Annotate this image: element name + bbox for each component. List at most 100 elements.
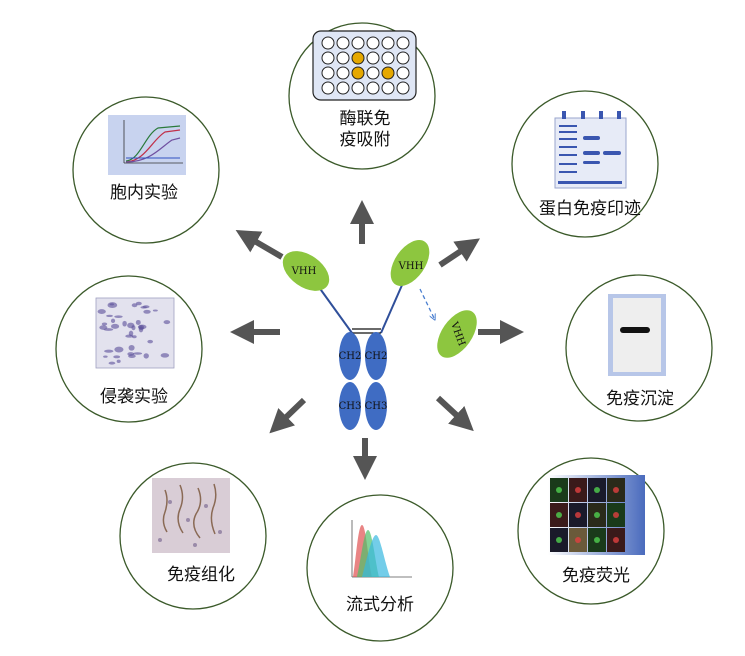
antibody: CH2 CH2 CH3 CH3 VHH VHH VHH <box>282 240 477 430</box>
elisa-well <box>396 51 410 65</box>
elisa-well <box>381 51 395 65</box>
elisa-well <box>396 81 410 95</box>
elisa-well <box>366 66 380 80</box>
fluorescence-signal <box>594 487 600 493</box>
in-vivo-label: 胞内实验 <box>110 183 178 203</box>
stained-cell <box>143 353 149 359</box>
fluorescence-signal <box>575 512 581 518</box>
stained-cell <box>110 318 116 324</box>
ihc-label: 免疫组化 <box>167 565 235 585</box>
stained-cell <box>116 359 121 364</box>
vhh-left-domain <box>282 251 330 291</box>
node-ihc: 免疫组化 <box>119 462 267 610</box>
stained-cell <box>122 320 127 327</box>
node-in-vivo: 胞内实验 <box>72 96 220 244</box>
stained-cell <box>99 325 108 330</box>
release-arrow <box>419 288 434 318</box>
fluorescence-signal <box>613 512 619 518</box>
stained-cell <box>114 346 124 353</box>
vhh-left-label: VHH <box>291 266 317 277</box>
fluorescence-signal <box>575 487 581 493</box>
flow-histogram-icon <box>351 520 412 578</box>
vhh-free-domain <box>437 310 477 358</box>
elisa-well <box>381 81 395 95</box>
fluorescence-signal <box>556 487 562 493</box>
fluorescence-signal <box>613 537 619 543</box>
elisa-well <box>351 36 365 50</box>
elisa-well <box>381 36 395 50</box>
vhh-right-domain <box>390 240 430 286</box>
node-flow: 流式分析 <box>306 494 454 642</box>
elisa-well <box>336 51 350 65</box>
arrow-to-ihc <box>269 397 307 434</box>
stained-cell <box>128 344 135 351</box>
western-blot-icon <box>554 111 627 189</box>
stained-cell <box>152 309 158 312</box>
stained-cell <box>109 303 115 306</box>
fluorescence-signal <box>556 537 562 543</box>
stained-cell <box>108 361 116 365</box>
stained-cell <box>163 320 171 325</box>
elisa-well <box>336 81 350 95</box>
arrow-to-in-vivo <box>235 229 284 260</box>
node-elisa: 酶联免 疫吸附 <box>288 22 436 170</box>
stained-cell <box>133 352 143 355</box>
fluorescence-signal <box>575 537 581 543</box>
stained-cell <box>140 306 147 309</box>
ch3-right-label: CH3 <box>365 401 388 412</box>
arrow-to-western-blot <box>438 238 480 268</box>
elisa-label-line2: 疫吸附 <box>340 130 391 150</box>
elisa-well <box>321 81 335 95</box>
stained-cell <box>103 355 108 358</box>
node-invasion: 侵袭实验 <box>55 275 203 423</box>
node-western-blot: 蛋白免疫印迹 <box>511 90 659 238</box>
stained-cell <box>104 349 114 353</box>
stained-cell <box>97 309 106 314</box>
stained-cell <box>160 353 170 358</box>
stained-cell <box>127 322 135 329</box>
fluorescence-signal <box>594 512 600 518</box>
elisa-well <box>396 36 410 50</box>
fluorescence-signal <box>613 487 619 493</box>
ch3-left-label: CH3 <box>339 401 362 412</box>
invasion-cells-icon <box>95 297 175 369</box>
ip-band-icon <box>608 294 666 376</box>
elisa-well-positive <box>381 66 395 80</box>
stained-cell <box>138 326 144 333</box>
invasion-label: 侵袭实验 <box>100 387 168 407</box>
elisa-label-line1: 酶联免 <box>340 109 391 129</box>
stained-cell <box>106 314 113 318</box>
fluorescence-signal <box>556 512 562 518</box>
elisa-well <box>336 66 350 80</box>
ch3-left-domain <box>339 382 361 430</box>
vhh-right-label: VHH <box>398 261 424 272</box>
stained-cell <box>125 334 134 338</box>
if-label: 免疫荧光 <box>562 566 630 586</box>
ch2-right-domain <box>365 332 387 380</box>
arrow-to-if <box>435 395 474 432</box>
stained-cell <box>131 303 138 308</box>
stained-cell <box>147 339 153 344</box>
stained-cell <box>101 322 108 326</box>
western-blot-label: 蛋白免疫印迹 <box>539 199 641 219</box>
stained-cell <box>128 354 136 359</box>
ch2-left-label: CH2 <box>339 351 362 362</box>
fluorescence-signal <box>594 537 600 543</box>
elisa-well <box>336 36 350 50</box>
stained-cell <box>143 309 151 314</box>
stained-cell <box>114 315 123 318</box>
flow-label: 流式分析 <box>346 595 414 615</box>
ihc-tissue-icon <box>152 478 230 553</box>
elisa-well <box>396 66 410 80</box>
elisa-well <box>366 81 380 95</box>
stained-cell <box>111 323 120 329</box>
elisa-well <box>366 51 380 65</box>
elisa-well <box>351 81 365 95</box>
elisa-well-positive <box>351 51 365 65</box>
elisa-well <box>321 51 335 65</box>
node-ip: 免疫沉淀 <box>565 274 713 422</box>
stained-cell <box>113 355 121 359</box>
stained-cell <box>135 319 141 326</box>
elisa-plate-icon <box>312 30 417 101</box>
